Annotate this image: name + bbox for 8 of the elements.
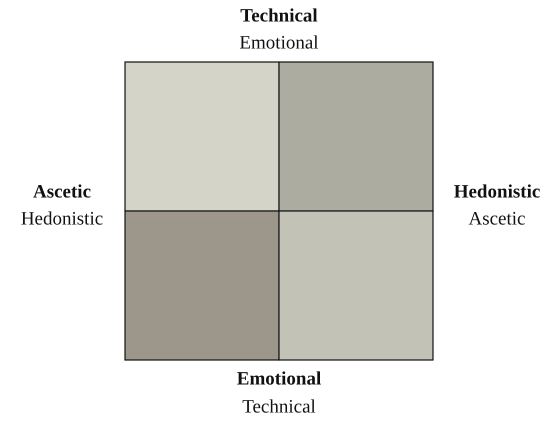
axis-label: Technical: [240, 6, 318, 28]
axis-label: Hedonistic: [454, 182, 540, 204]
axis-label: Emotional: [239, 34, 319, 54]
axis-label: Ascetic: [468, 210, 526, 230]
axis-label: Emotional: [236, 370, 322, 390]
axis-label: Hedonistic: [20, 210, 104, 230]
axis-label: Technical: [242, 398, 316, 418]
axis-label: Ascetic: [32, 182, 92, 204]
